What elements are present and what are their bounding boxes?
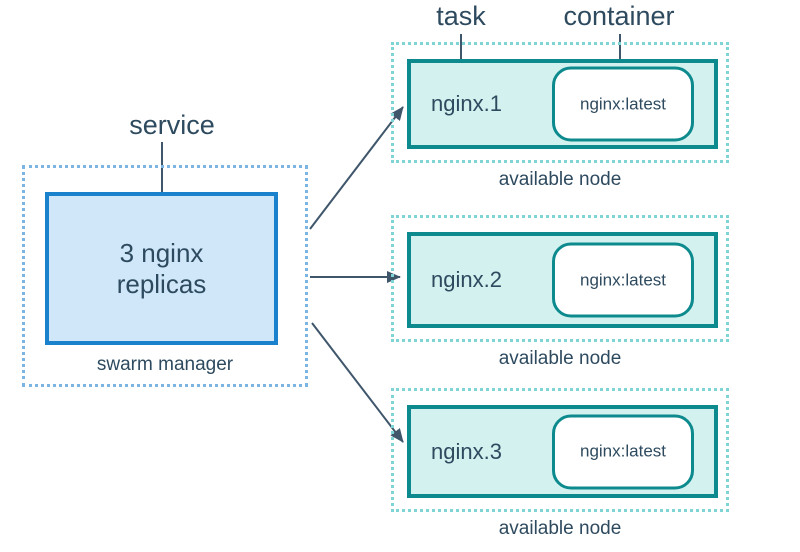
container-label: container — [563, 1, 675, 31]
node-2: nginx.2 nginx:latest available node — [391, 215, 729, 370]
node-2-container-image-label: nginx:latest — [580, 270, 666, 289]
node-1-box: nginx.1 nginx:latest — [391, 42, 729, 163]
node-3-task-box: nginx.3 nginx:latest — [407, 405, 718, 498]
node-1-task-name: nginx.1 — [431, 91, 502, 116]
node-2-box: nginx.2 nginx:latest — [391, 215, 729, 342]
node-1-task-box: nginx.1 nginx:latest — [407, 59, 718, 149]
node-1-container-box: nginx:latest — [552, 66, 694, 142]
node-3-container-box: nginx:latest — [552, 414, 694, 489]
swarm-manager-caption: swarm manager — [96, 354, 234, 375]
task-label: task — [436, 1, 486, 31]
node-2-task-name: nginx.2 — [431, 267, 502, 292]
node-1: nginx.1 nginx:latest available node — [391, 42, 729, 191]
node-3-caption: available node — [498, 518, 622, 539]
node-1-caption: available node — [498, 169, 622, 190]
node-1-container-image-label: nginx:latest — [580, 94, 666, 113]
arrow-to-node-1 — [309, 106, 404, 230]
node-2-caption: available node — [498, 348, 622, 369]
node-3-container-image-label: nginx:latest — [580, 441, 666, 461]
service-box: 3 nginx replicas — [45, 192, 278, 345]
node-3-task-name: nginx.3 — [431, 438, 502, 464]
service-box-label: 3 nginx replicas — [116, 237, 207, 299]
node-2-task-box: nginx.2 nginx:latest — [407, 232, 718, 328]
node-3-box: nginx.3 nginx:latest — [391, 388, 729, 512]
swarm-manager-box: 3 nginx replicas swarm manager — [22, 165, 308, 387]
arrow-to-node-3 — [311, 322, 404, 443]
service-label: service — [129, 110, 215, 140]
node-2-container-box: nginx:latest — [552, 242, 694, 318]
node-3: nginx.3 nginx:latest available node — [391, 388, 729, 540]
